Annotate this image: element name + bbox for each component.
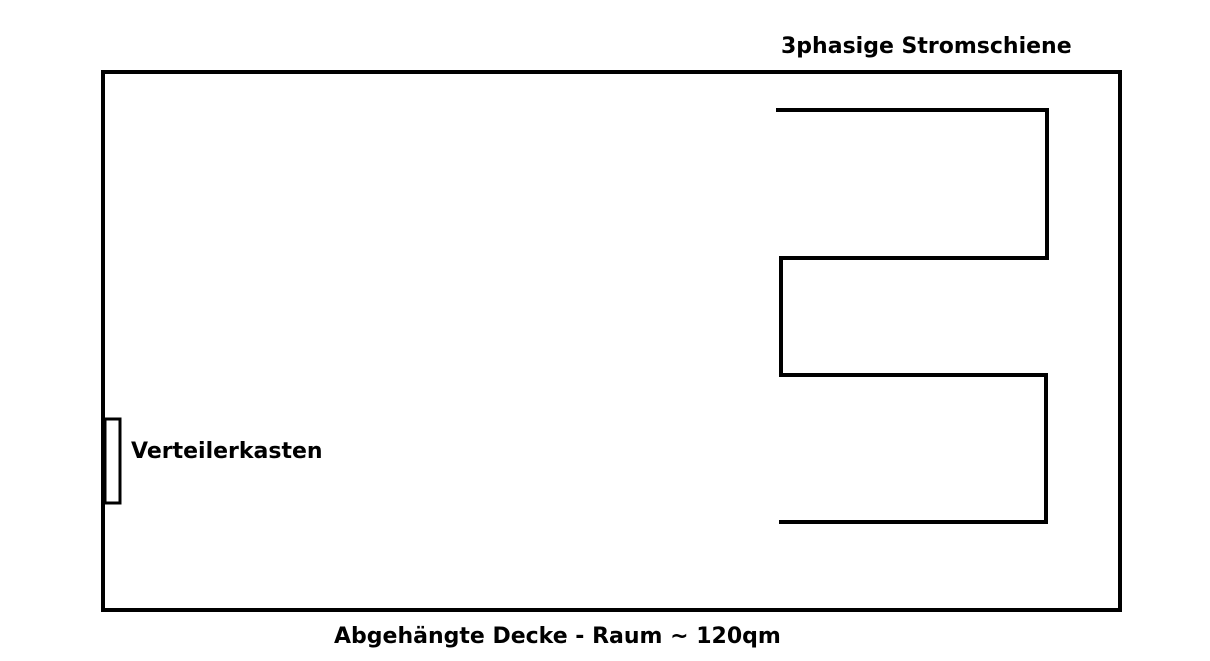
distribution-box-shape xyxy=(103,417,122,505)
diagram-caption: Abgehängte Decke - Raum ~ 120qm xyxy=(334,624,781,649)
track-rail-path xyxy=(776,108,1049,524)
room-outline xyxy=(101,70,1122,612)
distribution-box-label: Verteilerkasten xyxy=(131,439,323,464)
track-label: 3phasige Stromschiene xyxy=(781,34,1072,59)
